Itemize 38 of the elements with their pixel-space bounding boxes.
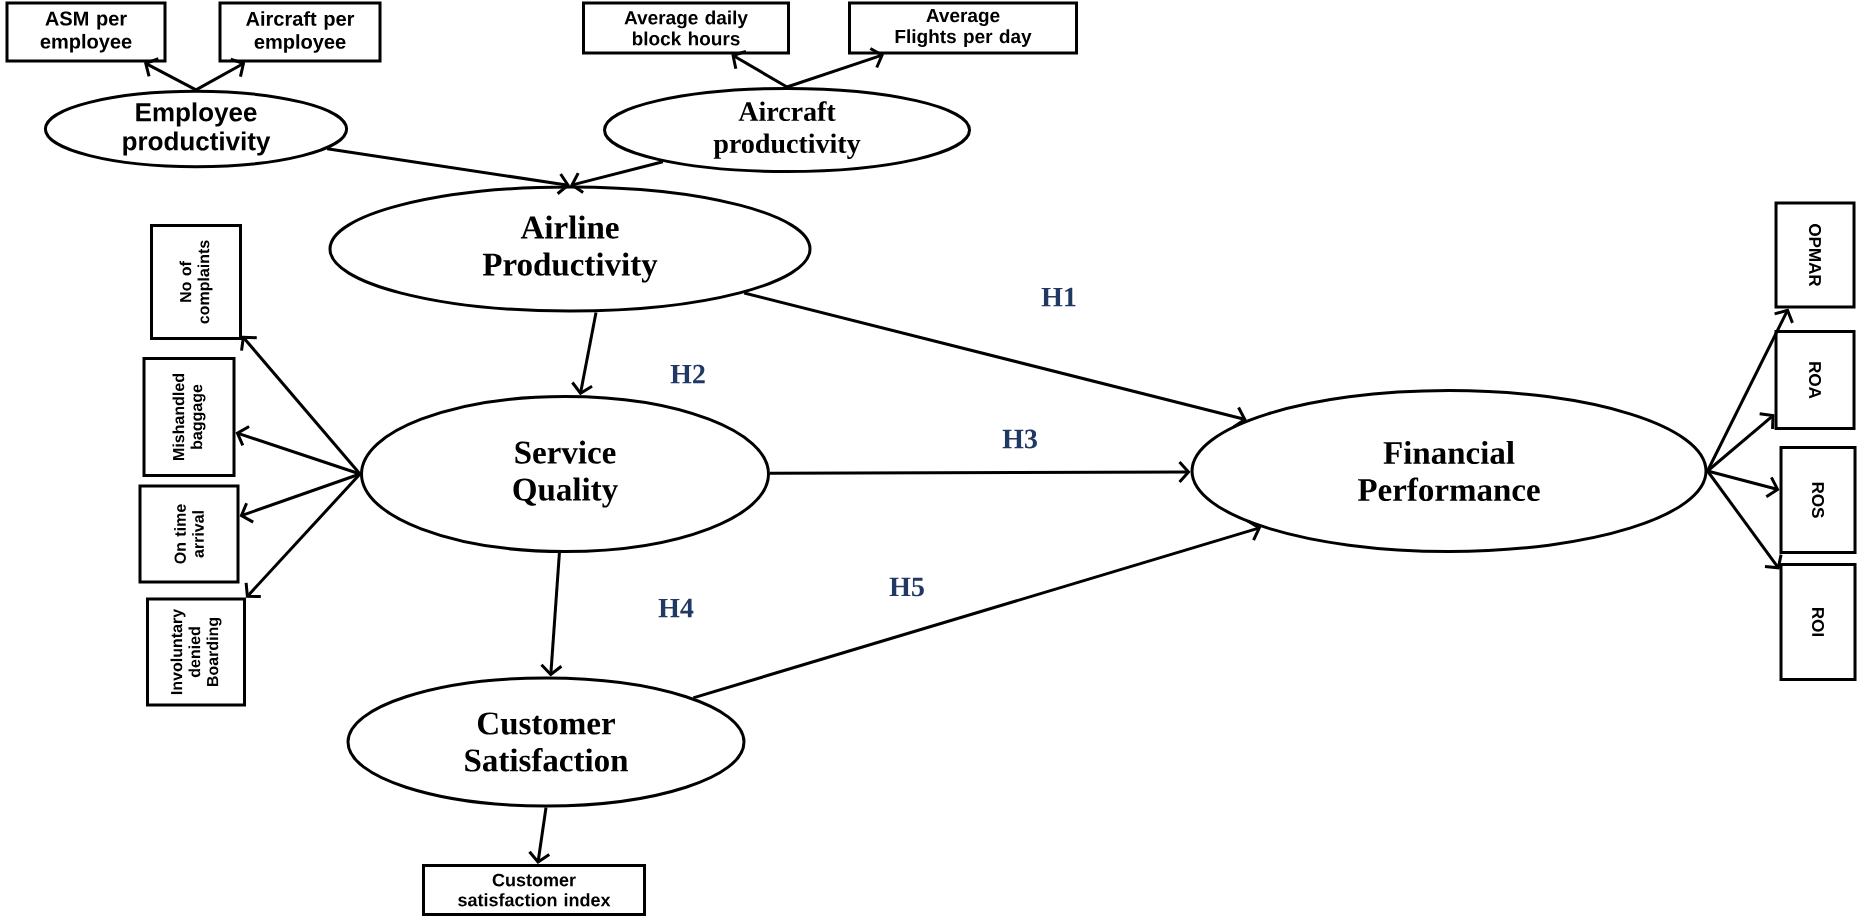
- arrow: [1706, 308, 1794, 472]
- arrow: [731, 50, 788, 89]
- edge-label: H5: [887, 575, 927, 599]
- indicator-box: Aircraft per employee: [218, 1, 382, 63]
- indicator-box: Average daily block hours: [582, 1, 790, 55]
- arrow: [1706, 412, 1775, 473]
- arrow: [239, 472, 361, 524]
- arrow: [571, 312, 598, 396]
- arrow: [143, 57, 197, 92]
- edge-label: H3: [1000, 427, 1040, 451]
- arrow: [1707, 469, 1780, 499]
- arrow: [743, 291, 1247, 429]
- arrow: [240, 335, 362, 475]
- indicator-box: ROS: [1779, 446, 1857, 554]
- indicator-box: Mishandled baggage: [142, 357, 236, 477]
- indicator-box: No of complaints: [150, 224, 242, 340]
- arrow: [528, 807, 551, 864]
- arrow: [235, 425, 361, 476]
- arrow: [692, 519, 1262, 700]
- indicator-box: OPMAR: [1774, 201, 1856, 309]
- arrow: [195, 57, 246, 92]
- arrow: [326, 147, 570, 195]
- arrow: [786, 47, 884, 89]
- arrow: [540, 552, 563, 677]
- indicator-box: ROA: [1774, 330, 1856, 430]
- arrow: [770, 460, 1191, 483]
- indicator-box: Involuntary denied Boarding: [146, 597, 246, 707]
- indicator-box: Average Flights per day: [848, 1, 1078, 55]
- arrow: [1706, 470, 1783, 570]
- edge-label: H4: [656, 596, 696, 620]
- edge-label: H1: [1039, 285, 1079, 309]
- indicator-box: ASM per employee: [5, 1, 167, 63]
- indicator-box: ROI: [1779, 563, 1857, 681]
- indicator-box: Customer satisfaction index: [422, 864, 646, 916]
- arrow: [570, 160, 664, 194]
- arrow: [244, 473, 362, 598]
- indicator-box: On time arrival: [138, 484, 240, 584]
- edge-label: H2: [668, 362, 708, 386]
